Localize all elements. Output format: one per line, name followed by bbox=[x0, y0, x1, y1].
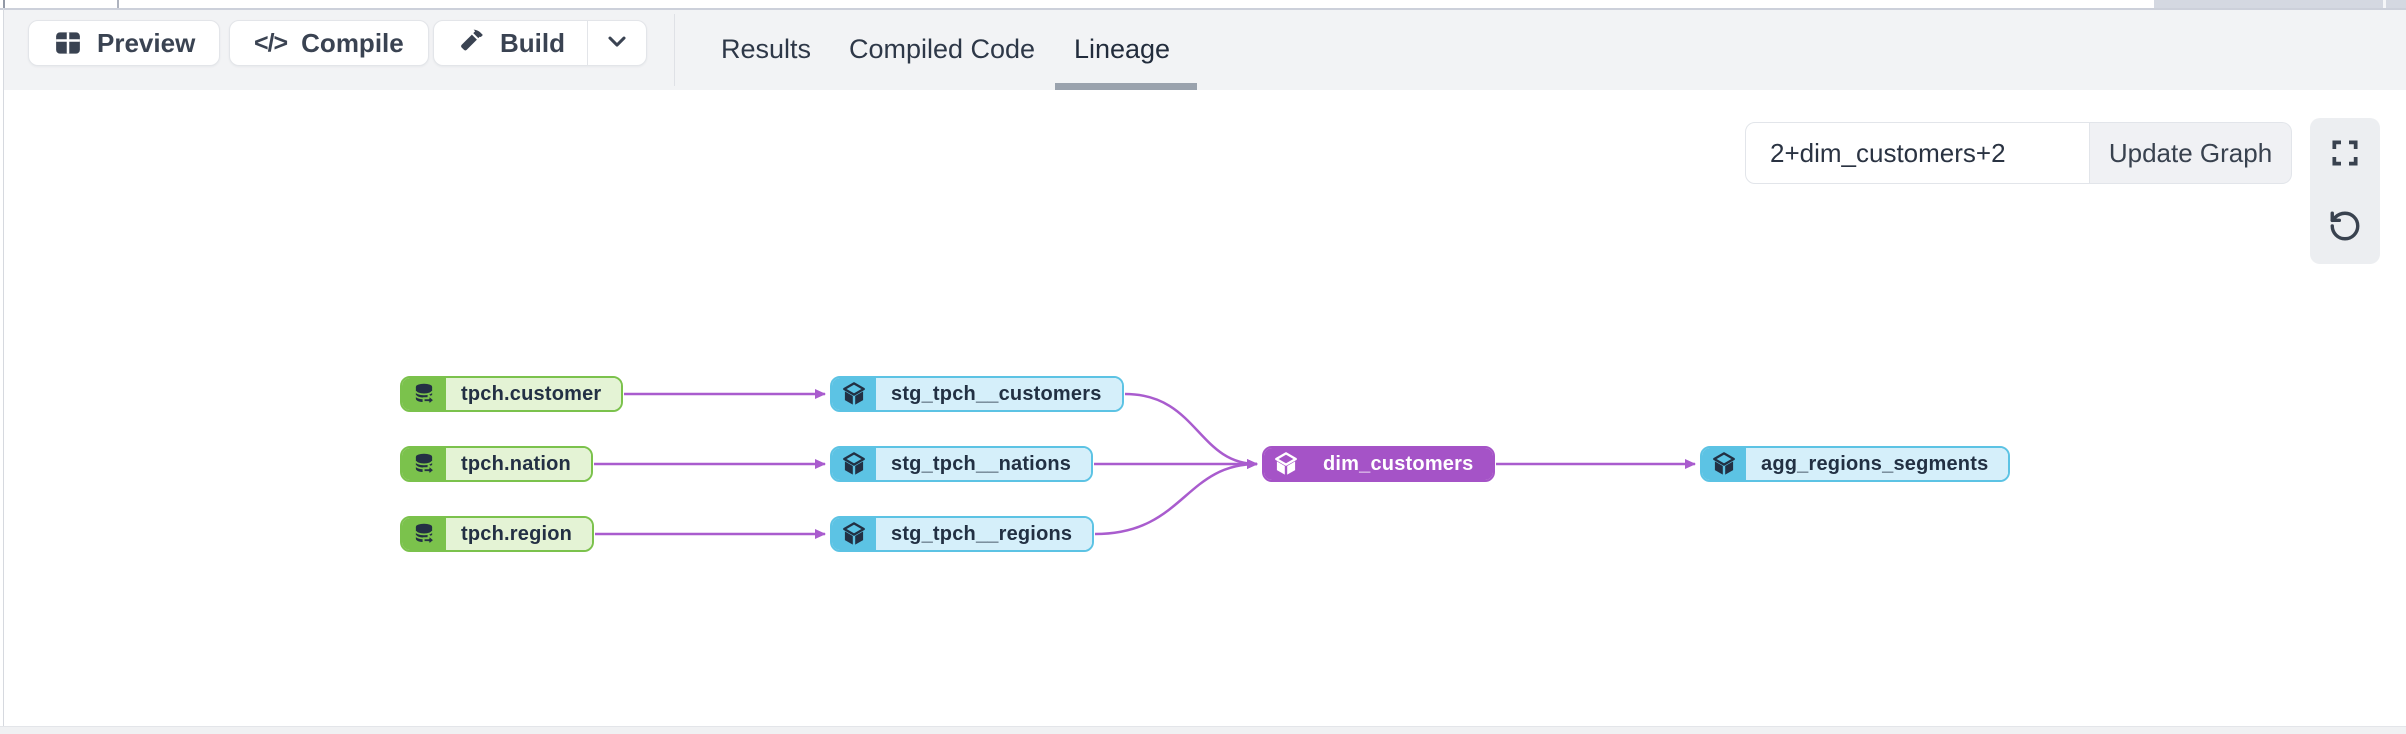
bottom-scrollbar-track bbox=[0, 726, 2406, 734]
table-grid-icon bbox=[53, 28, 83, 58]
lineage-node-tpch_region[interactable]: tpch.region bbox=[400, 516, 595, 552]
code-icon: </> bbox=[254, 28, 288, 57]
lineage-filter-group: Update Graph bbox=[1745, 122, 2292, 184]
compile-button[interactable]: </> Compile bbox=[229, 20, 429, 66]
tab-results[interactable]: Results bbox=[720, 34, 812, 64]
lineage-edge-stg_tpch_regions-to-dim_customers bbox=[1094, 459, 1258, 536]
toolbar-divider bbox=[674, 14, 675, 86]
cube-icon bbox=[832, 378, 876, 410]
minimap-notch bbox=[2383, 0, 2386, 8]
lineage-node-agg_regions_segments[interactable]: agg_regions_segments bbox=[1700, 446, 2011, 482]
pane-left-border bbox=[3, 0, 4, 734]
results-toolbar: Preview </> Compile Build Results Compil… bbox=[4, 10, 2406, 90]
lineage-node-stg_tpch_regions[interactable]: stg_tpch__regions bbox=[830, 516, 1095, 552]
database-arrow-icon bbox=[402, 448, 446, 480]
database-arrow-icon bbox=[402, 378, 446, 410]
cube-icon bbox=[1264, 448, 1308, 480]
editor-tabbar-edge bbox=[0, 0, 2406, 10]
node-label: stg_tpch__customers bbox=[876, 378, 1122, 410]
lineage-node-stg_tpch_nations[interactable]: stg_tpch__nations bbox=[830, 446, 1094, 482]
node-label: stg_tpch__nations bbox=[876, 448, 1092, 480]
hammer-icon bbox=[458, 26, 486, 61]
build-button-label: Build bbox=[500, 27, 565, 58]
preview-button[interactable]: Preview bbox=[28, 20, 221, 66]
lineage-node-tpch_nation[interactable]: tpch.nation bbox=[400, 446, 593, 482]
tab-separator-tick bbox=[117, 0, 119, 8]
active-tab-underline bbox=[1055, 83, 1197, 90]
lineage-edges bbox=[594, 389, 1696, 539]
graph-controls-panel bbox=[2310, 118, 2380, 264]
node-label: tpch.nation bbox=[446, 448, 591, 480]
lineage-node-tpch_customer[interactable]: tpch.customer bbox=[400, 376, 624, 412]
split-divider bbox=[587, 21, 588, 65]
lineage-node-stg_tpch_customers[interactable]: stg_tpch__customers bbox=[830, 376, 1124, 412]
lineage-edge-stg_tpch_customers-to-dim_customers bbox=[1124, 392, 1258, 469]
node-label: agg_regions_segments bbox=[1746, 448, 2009, 480]
build-dropdown-button[interactable] bbox=[588, 21, 646, 65]
fullscreen-button[interactable] bbox=[2310, 120, 2380, 190]
compile-button-label: Compile bbox=[301, 27, 404, 58]
update-graph-button[interactable]: Update Graph bbox=[2090, 122, 2292, 184]
lineage-node-dim_customers[interactable]: dim_customers bbox=[1262, 446, 1496, 482]
build-button[interactable]: Build bbox=[434, 21, 587, 65]
chevron-down-icon bbox=[603, 27, 631, 60]
minimap-edge bbox=[2154, 0, 2406, 8]
node-label: dim_customers bbox=[1308, 448, 1494, 480]
database-arrow-icon bbox=[402, 518, 446, 550]
pane-left-border-top bbox=[3, 0, 5, 8]
node-label: tpch.customer bbox=[446, 378, 622, 410]
preview-button-label: Preview bbox=[97, 27, 196, 58]
build-split-button: Build bbox=[433, 20, 647, 66]
node-label: tpch.region bbox=[446, 518, 593, 550]
cube-icon bbox=[832, 448, 876, 480]
lineage-canvas[interactable]: Update Graph tpch.customer tpch.nation tpc… bbox=[4, 90, 2406, 726]
tab-compiled-code[interactable]: Compiled Code bbox=[848, 34, 1036, 64]
cube-icon bbox=[832, 518, 876, 550]
reset-rotate-ccw-icon bbox=[2328, 209, 2362, 246]
fullscreen-icon bbox=[2329, 137, 2361, 172]
lineage-filter-input[interactable] bbox=[1745, 122, 2090, 184]
node-label: stg_tpch__regions bbox=[876, 518, 1093, 550]
cube-icon bbox=[1702, 448, 1746, 480]
tab-lineage[interactable]: Lineage bbox=[1073, 34, 1171, 64]
reset-view-button[interactable] bbox=[2310, 193, 2380, 263]
